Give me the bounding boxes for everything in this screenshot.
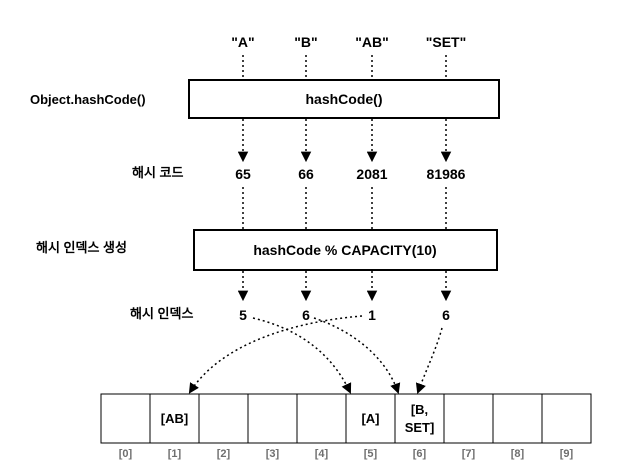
array-index-label: [7] <box>462 448 476 460</box>
input-string-ab: "AB" <box>355 34 389 50</box>
input-string-set: "SET" <box>426 34 467 50</box>
array-index-label: [6] <box>413 448 427 460</box>
hash-array: [AB] [A] [B, SET] <box>100 393 592 444</box>
modulo-connectors <box>242 187 447 229</box>
index-arrows <box>237 271 452 302</box>
bucket-value: [B, <box>411 402 428 417</box>
array-bucket <box>247 393 298 444</box>
input-string-b: "B" <box>294 34 317 50</box>
label-hash-code: 해시 코드 <box>132 165 183 180</box>
array-bucket <box>443 393 494 444</box>
array-index-label: [1] <box>168 448 182 460</box>
arrow-b-to-bucket-6 <box>313 317 401 394</box>
input-connectors <box>242 55 447 79</box>
array-bucket <box>541 393 592 444</box>
hashcode-arrows <box>237 119 452 163</box>
arrow-a-to-bucket-5 <box>252 317 352 394</box>
array-index-label: [9] <box>560 448 574 460</box>
array-bucket <box>100 393 151 444</box>
array-bucket <box>296 393 347 444</box>
hash-index-set: 6 <box>442 307 450 323</box>
arrow-ab-to-bucket-1 <box>188 315 363 394</box>
hashcode-function-label: hashCode() <box>306 91 383 107</box>
hashcode-function-box <box>188 79 500 119</box>
array-index-label: [8] <box>511 448 525 460</box>
array-bucket <box>492 393 543 444</box>
array-index-label: [3] <box>266 448 280 460</box>
bucket-value: [AB] <box>161 411 188 426</box>
array-index-label: [2] <box>217 448 231 460</box>
bucket-value: [A] <box>361 411 379 426</box>
label-hash-index: 해시 인덱스 <box>130 306 193 321</box>
hash-index-ab: 1 <box>368 307 376 323</box>
hash-index-a: 5 <box>239 307 247 323</box>
hash-code-set: 81986 <box>427 166 466 182</box>
arrow-set-to-bucket-6 <box>415 327 443 394</box>
array-index-label: [5] <box>364 448 378 460</box>
array-index-label: [0] <box>119 448 133 460</box>
modulo-label: hashCode % CAPACITY(10) <box>253 242 436 258</box>
input-string-a: "A" <box>231 34 254 50</box>
array-bucket <box>198 393 249 444</box>
array-index-label: [4] <box>315 448 329 460</box>
hash-index-b: 6 <box>302 307 310 323</box>
array-bucket <box>345 393 396 444</box>
bucket-value: SET] <box>405 420 435 435</box>
label-hash-index-creation: 해시 인덱스 생성 <box>36 240 127 255</box>
hash-code-ab: 2081 <box>356 166 387 182</box>
modulo-box <box>193 229 498 271</box>
hash-array-indices: [0] [1] [2] [3] [4] [5] [6] [7] [8] [9] <box>119 448 574 460</box>
hash-code-a: 65 <box>235 166 251 182</box>
label-object-hashcode: Object.hashCode() <box>30 92 146 107</box>
hash-code-b: 66 <box>298 166 314 182</box>
